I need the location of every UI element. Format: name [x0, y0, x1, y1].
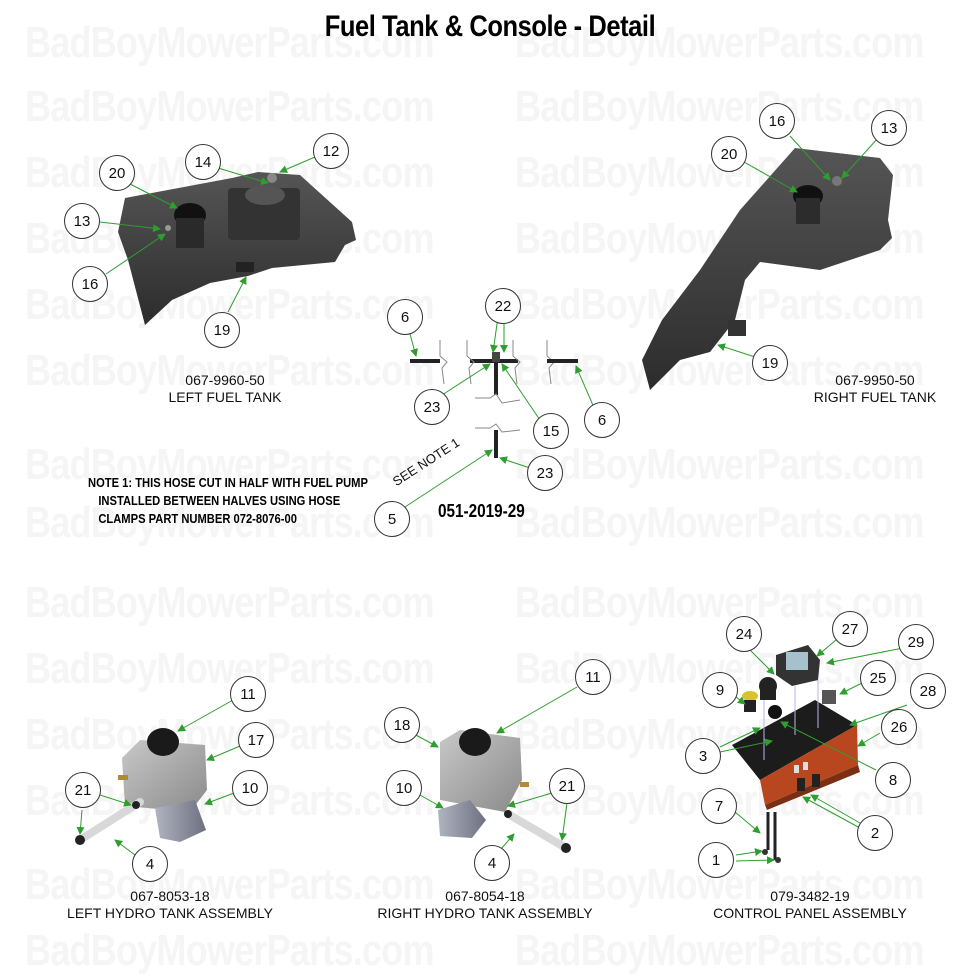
- callout-4: 4: [474, 845, 510, 881]
- callout-28: 28: [910, 673, 946, 709]
- callout-14: 14: [185, 144, 221, 180]
- callout-25: 25: [860, 660, 896, 696]
- assembly-name: LEFT FUEL TANK: [168, 389, 282, 405]
- callout-8: 8: [875, 762, 911, 798]
- leader-lines: [76, 135, 908, 865]
- callout-10: 10: [386, 770, 422, 806]
- control-panel-illustration: [732, 645, 860, 863]
- left-hydro-label: 067-8053-18 LEFT HYDRO TANK ASSEMBLY: [55, 888, 285, 922]
- callout-6: 6: [584, 402, 620, 438]
- callout-7: 7: [701, 788, 737, 824]
- callout-19: 19: [752, 345, 788, 381]
- callout-17: 17: [238, 722, 274, 758]
- callout-23: 23: [527, 455, 563, 491]
- callout-12: 12: [313, 133, 349, 169]
- assembly-name: RIGHT HYDRO TANK ASSEMBLY: [377, 905, 593, 921]
- callout-23: 23: [414, 389, 450, 425]
- callout-16: 16: [759, 103, 795, 139]
- callout-22: 22: [485, 288, 521, 324]
- note-line-1: NOTE 1: THIS HOSE CUT IN HALF WITH FUEL …: [88, 475, 368, 490]
- right-fuel-tank-label: 067-9950-50 RIGHT FUEL TANK: [775, 372, 975, 406]
- callout-13: 13: [871, 110, 907, 146]
- part-number: 079-3482-19: [770, 888, 850, 904]
- control-panel-label: 079-3482-19 CONTROL PANEL ASSEMBLY: [690, 888, 930, 922]
- callout-1: 1: [698, 842, 734, 878]
- left-hydro-illustration: [75, 728, 207, 845]
- callout-6: 6: [387, 299, 423, 335]
- callout-13: 13: [64, 203, 100, 239]
- right-hydro-label: 067-8054-18 RIGHT HYDRO TANK ASSEMBLY: [365, 888, 605, 922]
- callout-26: 26: [881, 709, 917, 745]
- callout-5: 5: [374, 501, 410, 537]
- callout-20: 20: [711, 136, 747, 172]
- callout-10: 10: [232, 770, 268, 806]
- assembly-name: CONTROL PANEL ASSEMBLY: [713, 905, 907, 921]
- callout-4: 4: [132, 846, 168, 882]
- callout-27: 27: [832, 611, 868, 647]
- callout-9: 9: [702, 672, 738, 708]
- part-number: 067-8053-18: [130, 888, 210, 904]
- hose-illustration: [410, 340, 578, 458]
- right-hydro-illustration: [438, 728, 571, 853]
- part-number: 067-8054-18: [445, 888, 525, 904]
- left-fuel-tank-illustration: [118, 172, 356, 325]
- callout-18: 18: [384, 707, 420, 743]
- hose-part-number: 051-2019-29: [438, 501, 525, 521]
- note-line-3: CLAMPS PART NUMBER 072-8076-00: [98, 511, 297, 526]
- callout-11: 11: [230, 676, 266, 712]
- callout-29: 29: [898, 624, 934, 660]
- callout-21: 21: [549, 768, 585, 804]
- part-number: 067-9960-50: [185, 372, 265, 388]
- page-title: Fuel Tank & Console - Detail: [324, 10, 656, 43]
- callout-15: 15: [533, 413, 569, 449]
- right-fuel-tank-illustration: [642, 148, 893, 390]
- callout-20: 20: [99, 155, 135, 191]
- callout-21: 21: [65, 772, 101, 808]
- note-line-2: INSTALLED BETWEEN HALVES USING HOSE: [98, 493, 341, 508]
- assembly-name: RIGHT FUEL TANK: [813, 389, 937, 405]
- assembly-name: LEFT HYDRO TANK ASSEMBLY: [67, 905, 273, 921]
- callout-11: 11: [575, 659, 611, 695]
- callout-3: 3: [685, 738, 721, 774]
- callout-19: 19: [204, 312, 240, 348]
- part-number: 067-9950-50: [835, 372, 915, 388]
- callout-16: 16: [72, 266, 108, 302]
- left-fuel-tank-label: 067-9960-50 LEFT FUEL TANK: [120, 372, 330, 406]
- note-1: NOTE 1: THIS HOSE CUT IN HALF WITH FUEL …: [88, 474, 368, 528]
- callout-24: 24: [726, 616, 762, 652]
- callout-2: 2: [857, 815, 893, 851]
